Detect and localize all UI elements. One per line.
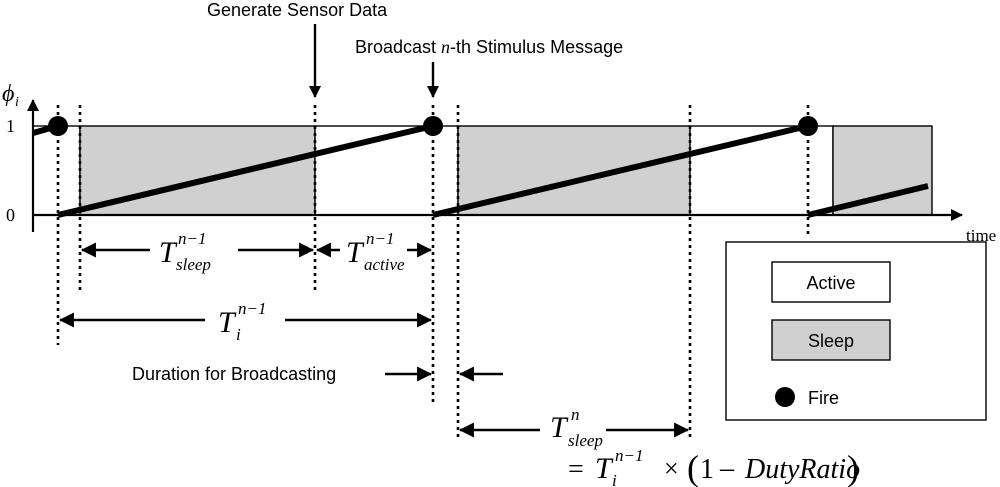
t-sleep-prev-sub: sleep (176, 255, 211, 274)
t-sleep-prev-symbol: T (159, 236, 178, 269)
legend-active-label: Active (806, 273, 855, 293)
formula-one: 1 (700, 454, 714, 485)
active-band-1 (32, 125, 81, 216)
fire-dot-2 (423, 116, 443, 136)
formula-duty-ratio: DutyRatio (744, 454, 860, 485)
fire-dot-1 (48, 116, 68, 136)
t-i-prev-symbol: T (218, 306, 237, 339)
t-sleep-n-sub: sleep (568, 431, 603, 450)
t-active-prev-sup: n−1 (366, 229, 394, 248)
fire-events (48, 116, 818, 136)
phase-ramp-1 (57, 123, 434, 218)
phase-ramp-3 (807, 183, 929, 218)
t-sleep-n-symbol: T (550, 411, 569, 444)
t-active-prev-interval: T n−1 active (315, 229, 433, 274)
t-i-prev-interval: T n−1 i (58, 299, 433, 344)
t-sleep-n-interval: T n sleep (458, 405, 690, 450)
legend-fire-dot (775, 387, 795, 407)
t-active-prev-sub: active (364, 255, 405, 274)
broadcast-label-post: -th Stimulus Message (450, 37, 623, 57)
sleep-band-3 (832, 125, 933, 216)
legend-fire-label: Fire (808, 388, 839, 408)
formula-t-symbol: T (595, 452, 614, 485)
t-active-prev-symbol: T (346, 236, 365, 269)
legend-sleep-swatch (771, 319, 891, 361)
y-axis-symbol: ϕ (2, 81, 14, 107)
t-sleep-prev-interval: T n−1 sleep (80, 229, 315, 274)
broadcast-label-n: n (441, 37, 450, 57)
t-i-prev-sub: i (236, 325, 241, 344)
formula-t-sub: i (612, 471, 617, 487)
formula-equals: = (568, 454, 584, 485)
legend-sleep-label: Sleep (808, 331, 854, 351)
formula-t-sup: n−1 (615, 446, 643, 465)
legend-active-swatch (771, 261, 891, 303)
broadcast-label-pre: Broadcast (355, 37, 441, 57)
formula-times: × (664, 454, 679, 483)
formula-rparen: ) (847, 448, 859, 487)
duty-ratio-formula: = T n−1 i × ( 1 – DutyRatio ) (568, 446, 860, 487)
top-annotations: Generate Sensor Data Broadcast n-th Stim… (207, 0, 623, 98)
duration-for-broadcasting: Duration for Broadcasting (132, 364, 503, 384)
t-sleep-n-sup: n (571, 405, 580, 424)
dotted-markers (56, 105, 810, 440)
phase-ramp-2 (432, 123, 809, 218)
broadcast-label: Broadcast n-th Stimulus Message (355, 37, 623, 57)
t-i-prev-sup: n−1 (238, 299, 266, 318)
t-sleep-prev-sup: n−1 (178, 229, 206, 248)
formula-minus: – (719, 453, 735, 484)
fire-dot-3 (798, 116, 818, 136)
y-tick-0: 0 (6, 205, 15, 225)
generate-sensor-data-label: Generate Sensor Data (207, 0, 388, 20)
y-tick-1: 1 (6, 116, 15, 136)
duration-label: Duration for Broadcasting (132, 364, 336, 384)
legend: Active Sleep Fire (725, 241, 987, 421)
y-axis-subscript: i (15, 95, 19, 110)
axes: ϕ i 1 0 time (2, 81, 996, 245)
formula-lparen: ( (687, 448, 699, 487)
x-axis-label: time (966, 226, 996, 245)
